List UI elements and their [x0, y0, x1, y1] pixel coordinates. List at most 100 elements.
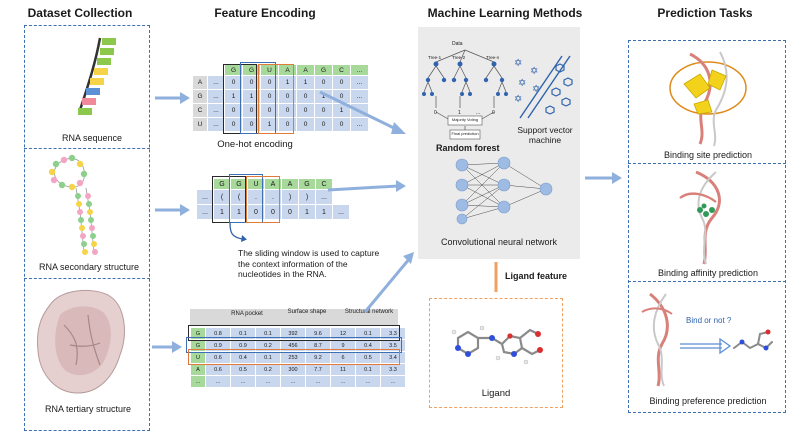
nucleotide-bar	[94, 68, 108, 75]
onehot-cell: 0	[296, 117, 315, 132]
feature-encoding-title: Feature Encoding	[214, 6, 316, 20]
dataset-collection-title: Dataset Collection	[27, 6, 133, 20]
tertiary-cell: ...	[330, 375, 356, 388]
tertiary-header: Structural network	[344, 309, 394, 315]
binding-site-caption: Binding site prediction	[663, 150, 753, 160]
ligand-box	[429, 298, 563, 408]
rf-final-prediction: Final prediction	[451, 131, 479, 136]
structure-cell: )	[298, 189, 316, 205]
onehot-cell: 0	[278, 103, 297, 118]
dataset-column-box	[24, 25, 150, 431]
binding-preference-caption: Binding preference prediction	[649, 396, 767, 406]
dataset-separator	[24, 278, 150, 279]
nucleotide-bar	[82, 98, 96, 105]
svm-diagram: ✡✡✡✡✡	[514, 55, 573, 119]
structure-cell: ...	[196, 189, 214, 205]
ligand-molecule	[451, 325, 543, 365]
tertiary-cell: ...	[305, 375, 331, 388]
sliding-window-frame	[188, 349, 400, 365]
rna-sequence-caption: RNA sequence	[61, 133, 123, 143]
tasks-separator	[628, 163, 786, 164]
binding-affinity-illustration	[679, 170, 721, 265]
onehot-cell: ...	[207, 103, 225, 118]
binding-affinity-caption: Binding affinity prediction	[658, 268, 758, 278]
nucleotide-bar	[90, 78, 104, 85]
dataset-separator	[24, 148, 150, 149]
ligand-feature-label: Ligand feature	[505, 271, 568, 281]
onehot-caption: One-hot encoding	[217, 139, 293, 150]
svg-text:✡: ✡	[518, 78, 526, 89]
tertiary-header-band	[190, 309, 398, 326]
ml-methods-panel	[418, 27, 580, 259]
onehot-cell: 0	[278, 117, 297, 132]
structure-cell: 1	[315, 204, 333, 220]
rna-secondary-structure-illustration	[48, 154, 98, 255]
tertiary-cell: 456	[280, 339, 306, 352]
sliding-window-note: The sliding window is used to capture th…	[238, 248, 380, 279]
onehot-cell: 0	[278, 89, 297, 104]
onehot-cell: 0	[332, 75, 351, 90]
onehot-cell: ...	[350, 75, 369, 90]
rna-secondary-caption: RNA secondary structure	[38, 262, 140, 272]
onehot-cell: ...	[207, 117, 225, 132]
tertiary-cell: 3.3	[380, 363, 406, 376]
rf-tree-label: Tree-n	[486, 55, 500, 60]
tertiary-cell: 0.1	[355, 327, 381, 340]
bind-question-label: Bind or not ?	[686, 316, 732, 325]
structure-cell: 1	[298, 204, 316, 220]
structure-cell: ...	[332, 204, 350, 220]
svm-label: Support vector machine	[517, 125, 573, 145]
structure-cell: 0	[264, 204, 282, 220]
structure-cell: 1	[230, 204, 248, 220]
svg-text:✡: ✡	[532, 84, 540, 95]
onehot-row-label: U	[192, 117, 208, 132]
rf-output: ...	[476, 110, 481, 116]
onehot-cell: ...	[350, 89, 369, 104]
nucleotide-bar	[78, 108, 92, 115]
onehot-cell: 1	[260, 117, 279, 132]
random-forest-diagram	[422, 49, 508, 140]
onehot-table: G G U A A G C ... A ... 0 0 0 1 1 0 0 ..…	[192, 64, 369, 132]
prediction-tasks-box	[628, 40, 786, 413]
window-pointer-arrow	[229, 222, 247, 242]
onehot-header-cell: ...	[350, 64, 369, 76]
sliding-window-frame	[186, 337, 402, 353]
rna-tertiary-structure-illustration	[37, 289, 125, 394]
ligand-caption: Ligand	[481, 388, 511, 399]
onehot-cell: 0	[314, 103, 333, 118]
onehot-cell: 0	[314, 117, 333, 132]
rf-output: 0	[492, 110, 495, 116]
nucleotide-bar	[100, 48, 114, 55]
nucleotide-bar	[97, 58, 111, 65]
tertiary-cell: ...	[255, 375, 281, 388]
machine-learning-title: Machine Learning Methods	[427, 6, 583, 20]
svg-text:✡: ✡	[514, 94, 522, 105]
rna-sequence-illustration	[78, 37, 116, 115]
structure-cell: .	[264, 189, 282, 205]
cnn-label: Convolutional neural network	[440, 237, 558, 247]
prediction-tasks-title: Prediction Tasks	[657, 6, 753, 20]
tertiary-header: Surface shape	[287, 309, 327, 315]
tertiary-cell: ...	[230, 375, 256, 388]
sliding-window-frame	[258, 64, 294, 134]
cnn-diagram	[455, 156, 553, 225]
structure-encoding-table: G G U A A G C ... ( ( . . ) ) ... ... 1 …	[196, 178, 350, 220]
tertiary-row-label: A	[190, 363, 206, 376]
binding-preference-illustration	[641, 292, 773, 387]
onehot-cell: 0	[224, 75, 243, 90]
tertiary-header: RNA pocket	[231, 311, 263, 317]
onehot-cell: 0	[314, 75, 333, 90]
tertiary-cell: ...	[205, 375, 231, 388]
rf-data-label: Data	[452, 41, 463, 47]
sliding-window-frame	[246, 176, 280, 223]
onehot-cell: 0	[260, 75, 279, 90]
tertiary-cell: 0.8	[205, 327, 231, 340]
svg-text:✡: ✡	[514, 58, 522, 69]
tertiary-cell: ...	[380, 375, 406, 388]
tertiary-row-label: U	[190, 351, 206, 364]
onehot-cell: ...	[350, 117, 369, 132]
tertiary-cell: 12	[330, 327, 356, 340]
rf-output: 0	[434, 110, 437, 116]
rf-tree-label: Tree-2	[452, 55, 466, 60]
